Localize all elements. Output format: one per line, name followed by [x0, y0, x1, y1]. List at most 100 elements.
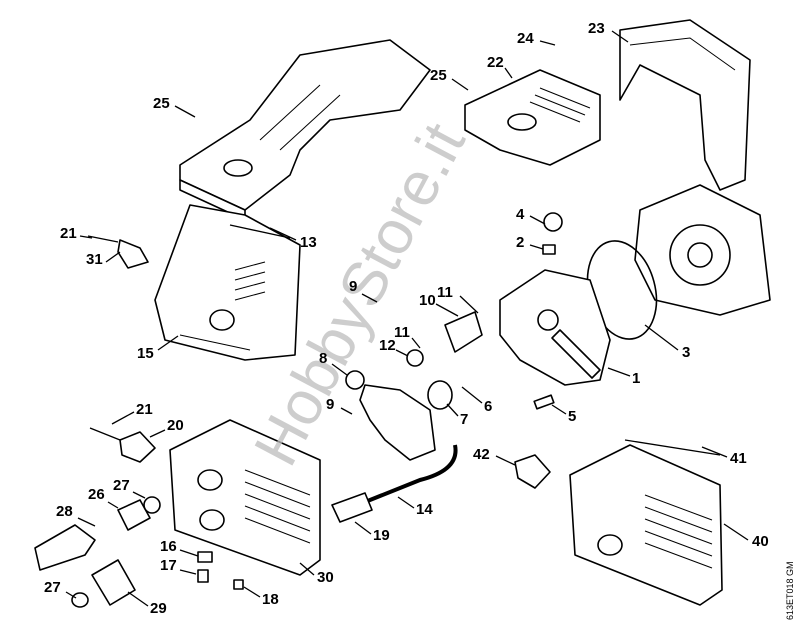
motor-flange-part [634, 184, 771, 316]
o-ring-7-part [427, 380, 453, 410]
callout-label: 7 [460, 411, 468, 428]
callout-leader-line [551, 404, 567, 415]
callout-leader-line [446, 403, 459, 417]
callout-leader-line [65, 591, 77, 599]
callout-leader-line [243, 586, 261, 598]
knob-42-part [514, 454, 551, 489]
callout-leader-line [331, 363, 348, 376]
callout-label: 31 [86, 251, 103, 268]
washer-2-part [542, 244, 556, 255]
callout-label: 17 [160, 557, 177, 574]
callout-leader-line [361, 293, 378, 303]
callout-label: 21 [60, 225, 77, 242]
callout-leader-line [299, 562, 315, 576]
callout-leader-line [149, 429, 166, 438]
callout-label: 25 [430, 67, 447, 84]
callout-label: 29 [150, 600, 167, 617]
housing-30-part [169, 419, 321, 576]
callout-label: 1 [632, 370, 640, 387]
callout-leader-line [504, 67, 513, 79]
callout-leader-line [157, 335, 179, 351]
screw-21b-part [89, 427, 121, 441]
callout-label: 30 [317, 569, 334, 586]
callout-label: 4 [516, 206, 525, 223]
callout-leader-line [127, 591, 149, 607]
screw-18-part [233, 579, 244, 590]
pump-head-part [499, 269, 611, 386]
callout-label: 27 [113, 477, 130, 494]
outlet-valve-part [359, 384, 436, 461]
handle-part [179, 39, 431, 221]
callout-label: 2 [516, 234, 524, 251]
callout-label: 23 [588, 20, 605, 37]
callout-label: 19 [373, 527, 390, 544]
callout-label: 12 [379, 337, 396, 354]
callout-label: 6 [484, 398, 492, 415]
valve-housing-10-part [444, 311, 483, 353]
callout-leader-line [132, 491, 146, 499]
coupling-28-part [34, 524, 96, 571]
callout-label: 11 [437, 284, 453, 301]
callout-leader-line [395, 349, 409, 357]
callout-leader-line [529, 215, 546, 225]
knob-31-part [117, 239, 149, 269]
callout-leader-line [411, 337, 421, 349]
callout-leader-line [611, 30, 629, 43]
callout-label: 5 [568, 408, 576, 425]
callout-leader-line [495, 455, 516, 466]
callout-label: 15 [137, 345, 154, 362]
callout-label: 27 [44, 579, 61, 596]
callout-label: 21 [136, 401, 153, 418]
washer-27b-part [71, 592, 89, 608]
callout-label: 22 [487, 54, 504, 71]
callout-leader-line [435, 303, 459, 317]
housing-40-part [569, 444, 723, 606]
callout-leader-line [174, 105, 196, 118]
callout-label: 41 [730, 450, 747, 467]
callout-label: 14 [416, 501, 433, 518]
callout-leader-line [644, 324, 679, 351]
screw-21-part [87, 235, 119, 243]
callout-leader-line [354, 521, 372, 535]
hose-14-part [339, 444, 458, 514]
rod-13-part [229, 224, 291, 239]
cap-16-part [197, 551, 213, 563]
callout-label: 28 [56, 503, 73, 520]
callout-label: 42 [473, 446, 490, 463]
callout-leader-line [701, 446, 728, 458]
knob-20-part [119, 431, 156, 463]
callout-leader-line [607, 367, 631, 377]
screw-5-part [533, 394, 555, 410]
callout-label: 11 [394, 324, 410, 341]
callout-label: 24 [517, 30, 534, 47]
callout-leader-line [179, 549, 199, 557]
callout-leader-line [179, 569, 197, 575]
connector-19-part [331, 492, 373, 523]
callout-leader-line [451, 78, 469, 91]
nipple-26-part [117, 499, 151, 531]
callout-leader-line [461, 386, 483, 404]
rod-41-part [624, 439, 721, 456]
screw-17-part [197, 569, 209, 583]
callout-label: 16 [160, 538, 177, 555]
drawing-code: 613ET018 GM [785, 561, 795, 620]
plug-12-part [406, 349, 424, 367]
callout-label: 3 [682, 344, 690, 361]
callout-label: 9 [349, 278, 357, 295]
callout-leader-line [539, 40, 556, 46]
callout-leader-line [340, 407, 353, 415]
callout-leader-line [459, 295, 479, 314]
callout-label: 25 [153, 95, 170, 112]
callout-leader-line [529, 244, 544, 250]
callout-label: 9 [326, 396, 334, 413]
callout-label: 10 [419, 292, 436, 309]
callout-leader-line [723, 523, 749, 541]
callout-leader-line [77, 517, 96, 527]
callout-leader-line [105, 251, 121, 263]
callout-leader-line [397, 496, 415, 509]
housing-frame-part [154, 204, 301, 361]
callout-label: 13 [300, 234, 317, 251]
callout-leader-line [79, 235, 93, 239]
